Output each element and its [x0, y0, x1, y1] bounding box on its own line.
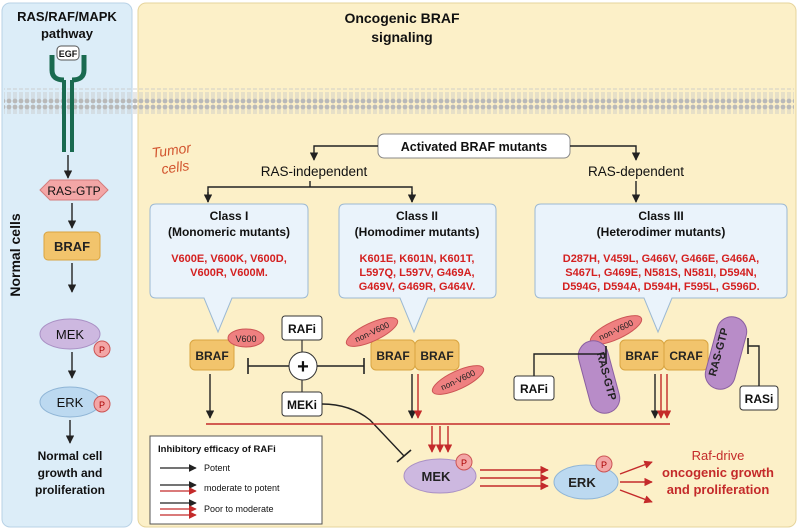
- main-erk-label: ERK: [568, 475, 596, 490]
- v600-label: V600: [235, 334, 256, 344]
- class3-bubble: [534, 203, 788, 334]
- main-title-2: signaling: [371, 29, 432, 45]
- erk-out-3: [619, 489, 653, 504]
- class3-mutants-3: D594G, D594A, D594H, F595L, G596D.: [562, 281, 759, 293]
- main-erk-phospho-label: P: [601, 460, 607, 470]
- legend-poor: Poor to moderate: [204, 504, 274, 514]
- class3-mutants-2: S467L, G469E, N581S, N581I, D594N,: [565, 267, 756, 279]
- left-erk-label: ERK: [57, 395, 84, 410]
- cell-membrane: [4, 88, 794, 114]
- tumor-cells-label: Tumor: [151, 139, 194, 161]
- left-mek-label: MEK: [56, 327, 85, 342]
- class2-nonv600-top: [345, 317, 399, 347]
- meki-inhibit-mek: [321, 403, 405, 457]
- class3-title: Class III: [638, 209, 683, 223]
- plus-label: +: [297, 356, 309, 378]
- egf-receptor: [49, 55, 87, 152]
- class1-mutants-1: V600E, V600K, V600D,: [171, 253, 287, 265]
- rafi-label-2: RAFi: [520, 382, 548, 396]
- raf-drive-2: oncogenic growth: [662, 465, 774, 480]
- legend-potent: Potent: [204, 463, 231, 473]
- main-mek-label: MEK: [422, 469, 452, 484]
- main-erk-phospho: [595, 455, 613, 473]
- class3-subtitle: (Heterodimer mutants): [597, 225, 726, 239]
- class1-mutants-2: V600R, V600M.: [190, 267, 268, 279]
- class2-title: Class II: [396, 209, 438, 223]
- egf-label: EGF: [59, 49, 78, 59]
- class2-braf-a-label: BRAF: [376, 349, 409, 363]
- main-erk-node: [553, 464, 619, 500]
- ras-dependent-label: RAS-dependent: [588, 164, 684, 179]
- main-mek-phospho-label: P: [461, 458, 467, 468]
- class3-craf: [663, 339, 709, 371]
- legend-box: [149, 435, 323, 525]
- left-mek-phospho: [93, 340, 111, 358]
- class2-subtitle: (Homodimer mutants): [355, 225, 480, 239]
- normal-cells-label: Normal cells: [7, 213, 23, 296]
- rafi2-inhibit: [533, 353, 606, 376]
- branch-left: [309, 145, 378, 161]
- legend-title: Inhibitory efficacy of RAFi: [158, 444, 276, 455]
- rasi-inhibit: [748, 345, 760, 386]
- class3-craf-label: CRAF: [669, 349, 702, 363]
- main-title: Oncogenic BRAF: [344, 10, 460, 26]
- legend-moderate: moderate to potent: [204, 483, 280, 493]
- class1-braf: [189, 339, 235, 371]
- egf-ligand: [56, 45, 80, 61]
- class2-mutants-2: L597Q, L597V, G469A,: [359, 267, 474, 279]
- branch-right: [570, 145, 641, 161]
- rafi-label-1: RAFi: [288, 322, 316, 336]
- left-mek-node: [39, 318, 101, 350]
- class3-mutants-1: D287H, V459L, G466V, G466E, G466A,: [563, 253, 760, 265]
- class3-braf-label: BRAF: [625, 349, 658, 363]
- class1-title: Class I: [210, 209, 249, 223]
- left-erk-phospho: [93, 395, 111, 413]
- class2-bubble: [338, 203, 497, 334]
- class1-bubble: [149, 203, 309, 334]
- activated-braf-label: Activated BRAF mutants: [401, 140, 548, 154]
- erk-out-1: [619, 460, 653, 475]
- class2-braf-b: [414, 339, 460, 371]
- raf-drive-1: Raf-drive: [692, 448, 745, 463]
- left-title: RAS/RAF/MAPK: [17, 9, 117, 24]
- normal-outcome-1: Normal cell: [38, 449, 103, 463]
- ras-gtp-label: RAS-GTP: [47, 184, 100, 198]
- ras-independent-label: RAS-independent: [261, 164, 368, 179]
- v600-badge: [227, 328, 265, 348]
- normal-outcome-2: growth and: [38, 466, 103, 480]
- class2-braf-b-label: BRAF: [420, 349, 453, 363]
- class1-braf-label: BRAF: [195, 349, 228, 363]
- class2-nonv600-bottom: [431, 365, 485, 395]
- meki-label: MEKi: [287, 398, 317, 412]
- class2-mutants-1: K601E, K601N, K601T,: [360, 253, 475, 265]
- tumor-cells-label-2: cells: [160, 157, 190, 177]
- raf-drive-3: and proliferation: [667, 482, 770, 497]
- left-mek-phospho-label: P: [99, 345, 105, 355]
- left-erk-phospho-label: P: [99, 400, 105, 410]
- rasi-label: RASi: [745, 392, 774, 406]
- ras-gtp-node: [39, 179, 109, 201]
- left-title-2: pathway: [41, 26, 94, 41]
- normal-outcome-3: proliferation: [35, 483, 105, 497]
- class3-rasgtp-right: [704, 316, 748, 390]
- left-braf-label: BRAF: [54, 239, 90, 254]
- main-mek-phospho: [455, 453, 473, 471]
- left-braf-node: [43, 231, 101, 261]
- class3-rasgtp-left: [577, 340, 621, 414]
- class1-subtitle: (Monomeric mutants): [168, 225, 290, 239]
- class2-mutants-3: G469V, G469R, G464V.: [359, 281, 476, 293]
- meki-inhibit-bar: [396, 449, 412, 463]
